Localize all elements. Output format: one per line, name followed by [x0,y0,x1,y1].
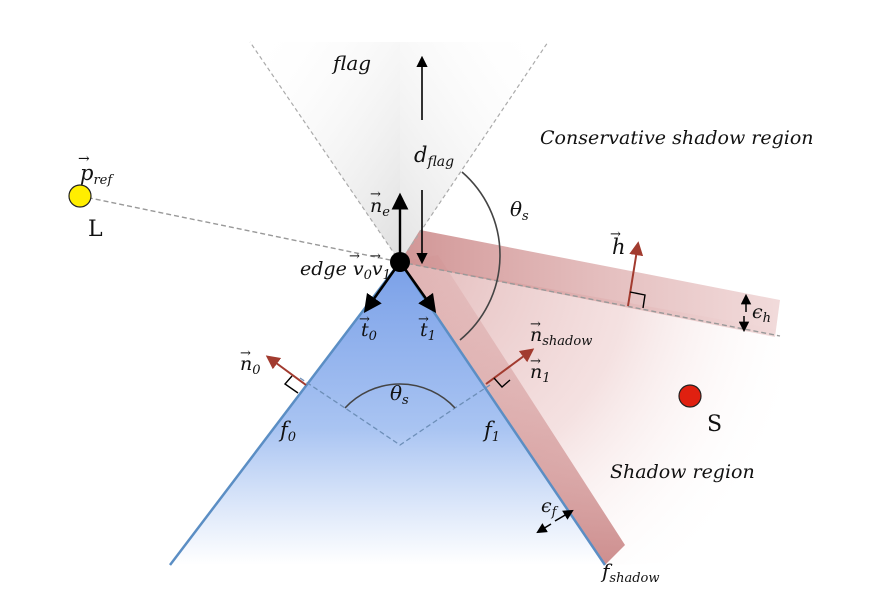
eps-f-label: ϵf [541,495,559,520]
light-ray [79,195,401,263]
conservative-boundary-right [399,41,549,263]
n0-arrow [265,355,307,386]
f1-label: f1 [482,418,500,445]
n0-right-angle [283,375,299,394]
h-offset-band [400,230,780,337]
eps-f-arrow [554,509,574,522]
theta-s-arc-center [344,383,456,409]
n-shadow-arrow-glyph: → [530,317,541,332]
h-label: h [612,235,626,259]
flag-label: flag [331,51,371,75]
f0-label: f0 [278,418,296,445]
n1-arrow-glyph: → [530,354,541,369]
eps-f-arrow-b [536,523,552,534]
conservative-boundary-left [249,41,401,263]
edge-vertex [390,252,410,272]
v0-arrow-glyph: → [349,249,360,264]
h-arrow [627,241,644,307]
v1-arrow-glyph: → [370,249,381,264]
eps-h-label: ϵh [752,301,771,326]
theta-s-arc-right [459,171,501,341]
sample-label: S [707,412,722,437]
n-shadow-label: nshadow [530,324,592,349]
t0-label: t0 [361,319,377,344]
h-right-angle [629,291,646,309]
n0-arrow-glyph: → [240,346,251,361]
light-label: L [88,217,103,242]
p-ref-label: pref [80,161,114,188]
conservative-region-label: Conservative shadow region [540,127,814,149]
normal-construction-lines [299,377,491,446]
n1-label: n1 [530,361,551,386]
n0-label: n0 [240,353,261,378]
n1-right-angle [493,377,511,388]
edge-label: edge v0v1 [300,258,391,283]
n-e-label: ne [370,195,390,220]
theta-s-center-label: θs [390,381,409,408]
t0-arrow-glyph: → [359,312,370,327]
d-flag-label: dflag [414,143,454,170]
face-wedge [170,262,605,565]
theta-s-right-label: θs [510,197,529,224]
t1-arrow-glyph: → [418,312,429,327]
t1-label: t1 [420,319,436,344]
f-shadow-strip [400,255,625,565]
shadow-plane-line [399,261,781,337]
sample-point [678,384,702,408]
p-ref-arrow-glyph: → [78,151,90,167]
n-e-arrow-glyph: → [370,187,381,202]
h-arrow-glyph: → [610,227,621,242]
light-point [68,184,92,208]
shadow-region-fill [400,262,780,565]
shadow-region-label: Shadow region [610,461,755,483]
face-f0-line [169,261,401,566]
